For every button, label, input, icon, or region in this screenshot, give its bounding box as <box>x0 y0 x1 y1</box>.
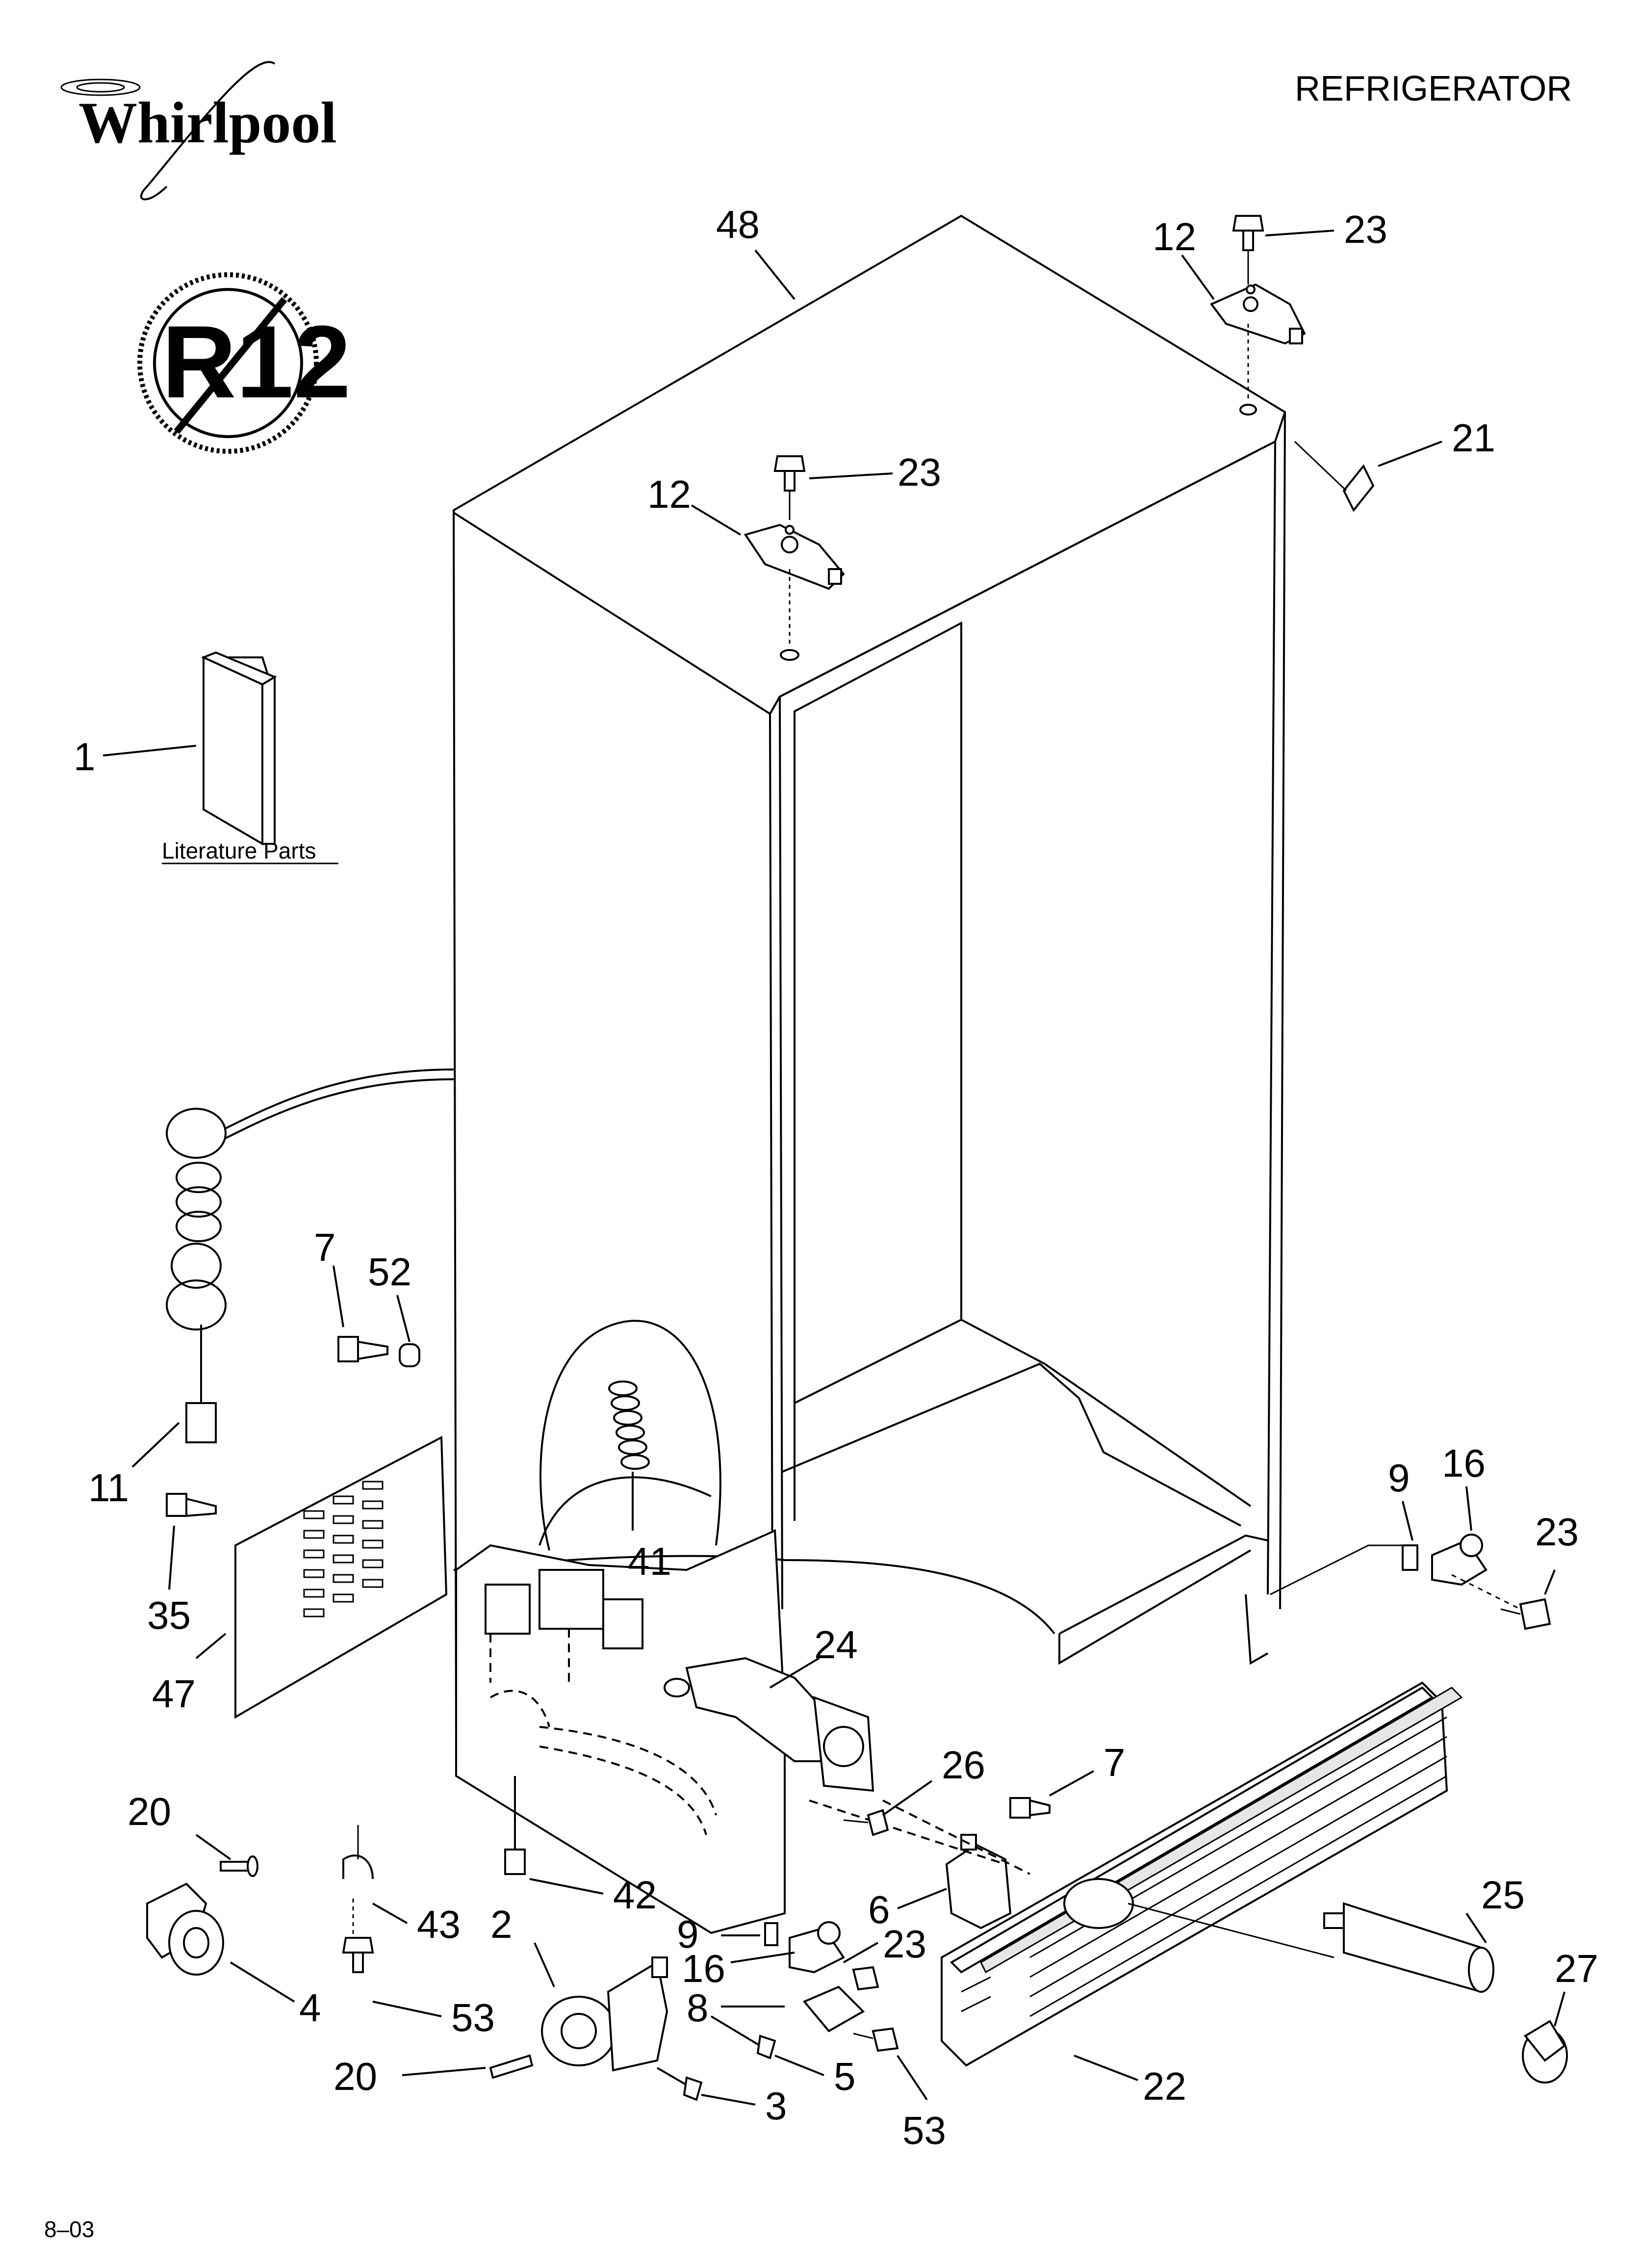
literature-booklet <box>201 651 277 846</box>
callout-labels: 48 12 23 21 12 23 1 7 52 11 41 35 47 9 1… <box>74 203 1598 2152</box>
filter-cap <box>1522 2020 1568 2084</box>
access-cover <box>802 1985 865 2033</box>
rear-access-panel <box>234 1435 448 1719</box>
callout-27: 27 <box>1555 1947 1598 1990</box>
hinge-top-center <box>744 486 845 661</box>
defrost-spring <box>608 1381 650 1470</box>
callout-24: 24 <box>814 1623 858 1667</box>
callout-25: 25 <box>1481 1873 1525 1917</box>
water-tube <box>379 1776 526 1884</box>
hinge-cover <box>1294 441 1375 512</box>
callout-11: 11 <box>88 1466 129 1510</box>
callout-2: 2 <box>490 1903 513 1946</box>
callout-42: 42 <box>613 1873 657 1917</box>
hinge-bottom-left <box>764 1921 845 1974</box>
screw-26 <box>843 1809 889 1836</box>
callout-21: 21 <box>1452 416 1495 460</box>
hinge-top-right <box>1209 245 1306 416</box>
screw-top-right <box>1232 215 1264 251</box>
callout-9-left: 9 <box>677 1912 699 1956</box>
grille-bracket <box>809 1799 1030 1929</box>
callout-4: 4 <box>299 1986 321 2030</box>
page-title: REFRIGERATOR <box>1295 69 1572 108</box>
callout-5: 5 <box>834 2055 856 2098</box>
screw-top-center <box>773 455 806 492</box>
footer-code: 8–03 <box>44 2216 94 2242</box>
control-relays <box>485 1569 643 1683</box>
screw-clamp <box>342 1937 374 1973</box>
callout-53-left: 53 <box>451 1996 495 2039</box>
screw-panel <box>166 1493 217 1517</box>
callout-20-upper: 20 <box>128 1790 171 1833</box>
screw-53-lower <box>853 2027 899 2052</box>
literature-parts-label: Literature Parts <box>162 838 316 863</box>
screw-3 <box>656 2067 703 2101</box>
callout-43: 43 <box>417 1903 461 1946</box>
callout-9-right: 9 <box>1388 1456 1410 1500</box>
callout-47: 47 <box>152 1672 196 1716</box>
callout-3: 3 <box>765 2084 787 2128</box>
callout-16-left: 16 <box>682 1947 725 1990</box>
callout-6: 6 <box>868 1888 890 1931</box>
clip-left <box>399 1343 420 1367</box>
callout-53-right: 53 <box>902 2109 946 2152</box>
power-cord <box>166 1108 227 1443</box>
r12-prohibited-icon: R12 <box>137 272 351 454</box>
callout-8: 8 <box>687 1986 709 2030</box>
leader-lines <box>103 230 1565 2106</box>
callout-48: 48 <box>716 203 760 246</box>
callout-26: 26 <box>942 1743 985 1787</box>
screw-7-right <box>1009 1797 1051 1819</box>
r12-badge-text: R12 <box>162 304 351 419</box>
pin-upper <box>220 1855 258 1877</box>
callout-35: 35 <box>147 1593 191 1637</box>
brand-name: Whirlpool <box>78 90 337 155</box>
callout-22: 22 <box>1143 2064 1186 2108</box>
brand-logo: Whirlpool <box>60 61 337 201</box>
door-closer-cam <box>541 1956 668 2072</box>
pin-lower <box>489 2054 534 2079</box>
water-valve-assembly <box>664 1657 874 1792</box>
screw-hinge-left <box>852 1966 879 1991</box>
callout-1: 1 <box>74 735 96 779</box>
callout-52: 52 <box>368 1250 411 1294</box>
callout-23-top-center: 23 <box>898 450 941 494</box>
callout-23-right: 23 <box>1535 1510 1579 1554</box>
callout-12-top-right: 12 <box>1153 215 1196 259</box>
callout-16-right: 16 <box>1442 1441 1486 1485</box>
hinge-bottom-right <box>1270 1534 1521 1610</box>
base-grille <box>941 1681 1463 2067</box>
callout-12-top-center: 12 <box>647 472 691 516</box>
callout-23-bottom: 23 <box>883 1922 926 1966</box>
callout-41: 41 <box>628 1539 671 1583</box>
screw-left <box>337 1336 388 1362</box>
screw-5 <box>710 2015 776 2059</box>
callout-20-lower: 20 <box>334 2055 377 2098</box>
callout-7-right: 7 <box>1103 1741 1126 1784</box>
cabinet-shell <box>225 214 1286 1934</box>
tube-clamp <box>342 1825 374 1943</box>
callout-7-left: 7 <box>314 1225 336 1269</box>
screw-hinge-right <box>1500 1598 1551 1630</box>
callout-23-top-right: 23 <box>1344 208 1387 251</box>
water-filter <box>1323 1902 1494 1993</box>
leveling-roller <box>146 1882 224 1976</box>
